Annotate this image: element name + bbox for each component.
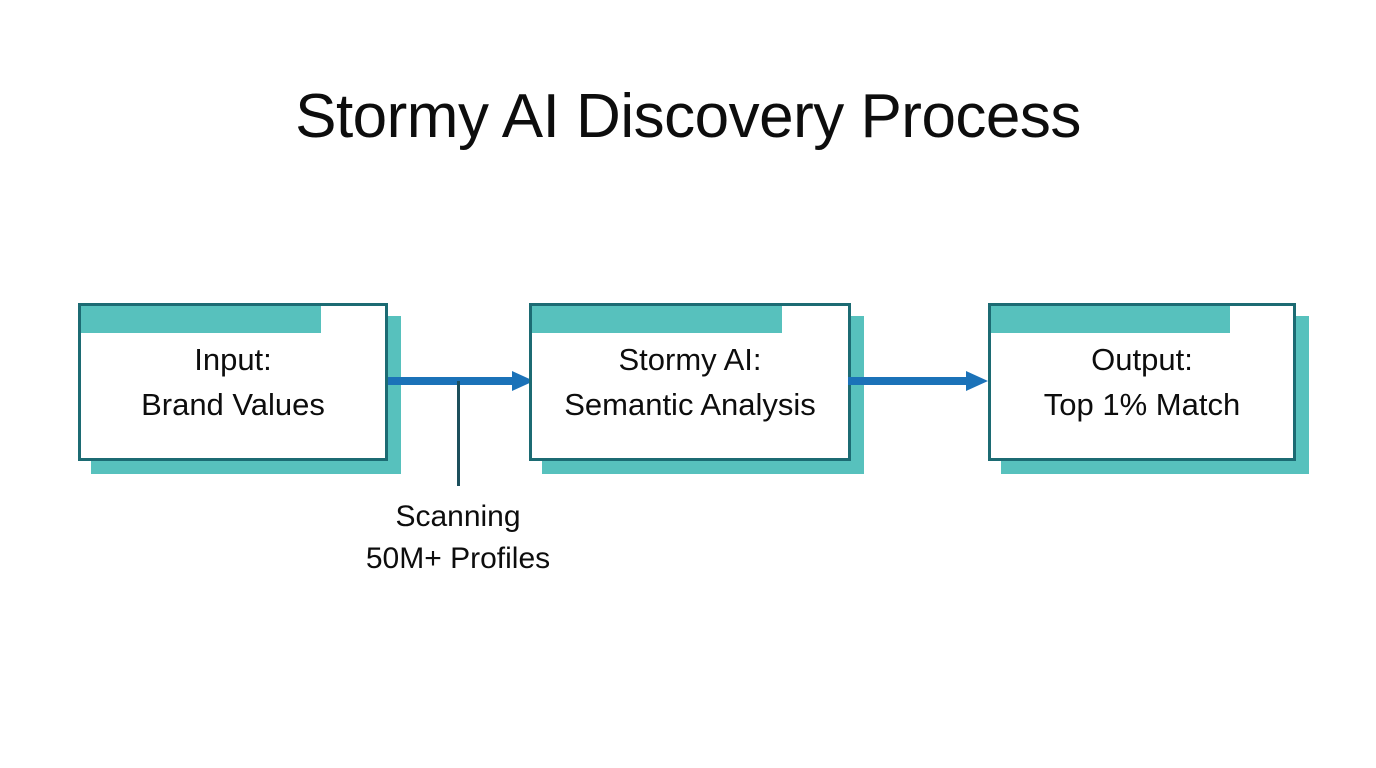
node-label-line2: Top 1% Match	[1043, 387, 1241, 422]
annotation-caption-line2: 50M+ Profiles	[365, 542, 551, 575]
flow-node-process[interactable]: Stormy AI: Semantic Analysis	[529, 303, 864, 474]
node-label-line1: Output:	[1091, 342, 1193, 377]
arrow-process-to-output	[848, 367, 988, 395]
node-label: Stormy AI: Semantic Analysis	[532, 337, 848, 427]
node-label-line1: Input:	[194, 342, 272, 377]
node-label: Input: Brand Values	[81, 337, 385, 427]
node-label-line2: Semantic Analysis	[564, 387, 816, 422]
node-label-line2: Brand Values	[141, 387, 325, 422]
node-card: Output: Top 1% Match	[988, 303, 1296, 461]
annotation-caption-line1: Scanning	[395, 500, 521, 533]
node-label-line1: Stormy AI:	[618, 342, 762, 377]
flow-node-input[interactable]: Input: Brand Values	[78, 303, 401, 474]
node-header-bar	[991, 306, 1230, 333]
node-header-bar	[81, 306, 322, 333]
node-card: Stormy AI: Semantic Analysis	[529, 303, 851, 461]
node-card: Input: Brand Values	[78, 303, 388, 461]
node-header-bar	[532, 306, 782, 333]
arrow-input-to-process	[388, 367, 534, 395]
page-title: Stormy AI Discovery Process	[295, 82, 1081, 151]
node-label: Output: Top 1% Match	[991, 337, 1293, 427]
flow-node-output[interactable]: Output: Top 1% Match	[988, 303, 1309, 474]
annotation-connector-line	[457, 381, 460, 486]
annotation-caption: Scanning 50M+ Profiles	[300, 496, 616, 580]
